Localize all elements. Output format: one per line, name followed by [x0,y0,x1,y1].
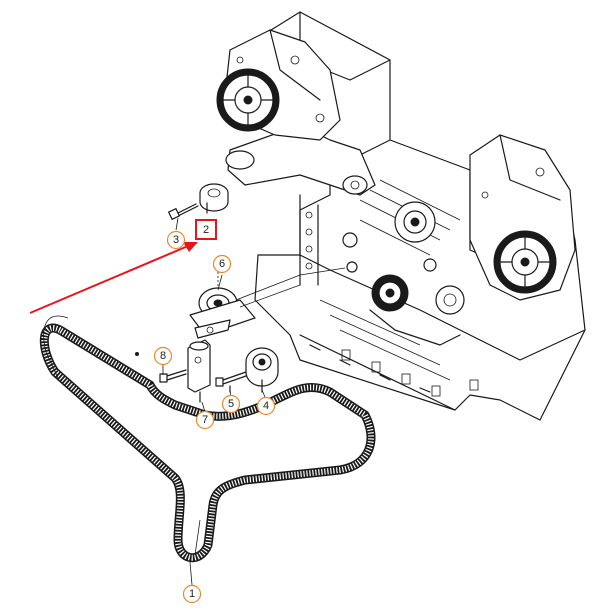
callout-label-7: 7 [202,414,208,426]
callout-6: 6 [212,254,232,274]
callout-5: 5 [221,394,241,414]
tension-roller-part-2 [199,183,229,214]
callout-ring-6 [212,254,232,274]
callout-ring-4 [256,396,276,416]
callout-1: 1 [182,584,202,604]
callout-ring-1 [182,584,202,604]
bolt-part-5 [215,371,247,393]
block-gear [371,274,409,312]
highlight-part-2 [29,219,217,314]
toothed-belt-part-1 [39,315,376,563]
tensioner-part-7 [187,339,211,403]
callout-label-8: 8 [160,350,166,362]
callout-label-5: 5 [228,398,234,410]
idler-pulley-part-6 [189,267,346,339]
callout-ring-8 [153,346,173,366]
callout-8: 8 [153,346,173,366]
red-arrow-head [183,242,198,252]
callouts: 1 2 3 4 5 6 7 8 [153,224,276,604]
dot-marker [135,352,139,356]
callout-label-3: 3 [173,234,179,246]
callout-label-1: 1 [189,588,195,600]
deflection-pulley-part-4 [245,347,279,393]
bolt-part-3 [168,203,199,220]
red-arrow-shaft [29,245,189,314]
callout-ring-7 [195,410,215,430]
callout-label-2: 2 [203,224,209,236]
highlight-box [195,219,217,240]
right-camshaft-assembly [469,134,576,301]
callout-4: 4 [256,396,276,416]
callout-label-4: 4 [263,400,269,412]
callout-3: 3 [166,230,186,250]
callout-label-6: 6 [219,258,225,270]
bolt-part-8 [159,369,187,383]
callout-2: 2 [203,224,209,236]
callout-ring-3 [166,230,186,250]
callout-ring-5 [221,394,241,414]
left-camshaft-assembly [216,29,341,141]
callout-7: 7 [195,410,215,430]
